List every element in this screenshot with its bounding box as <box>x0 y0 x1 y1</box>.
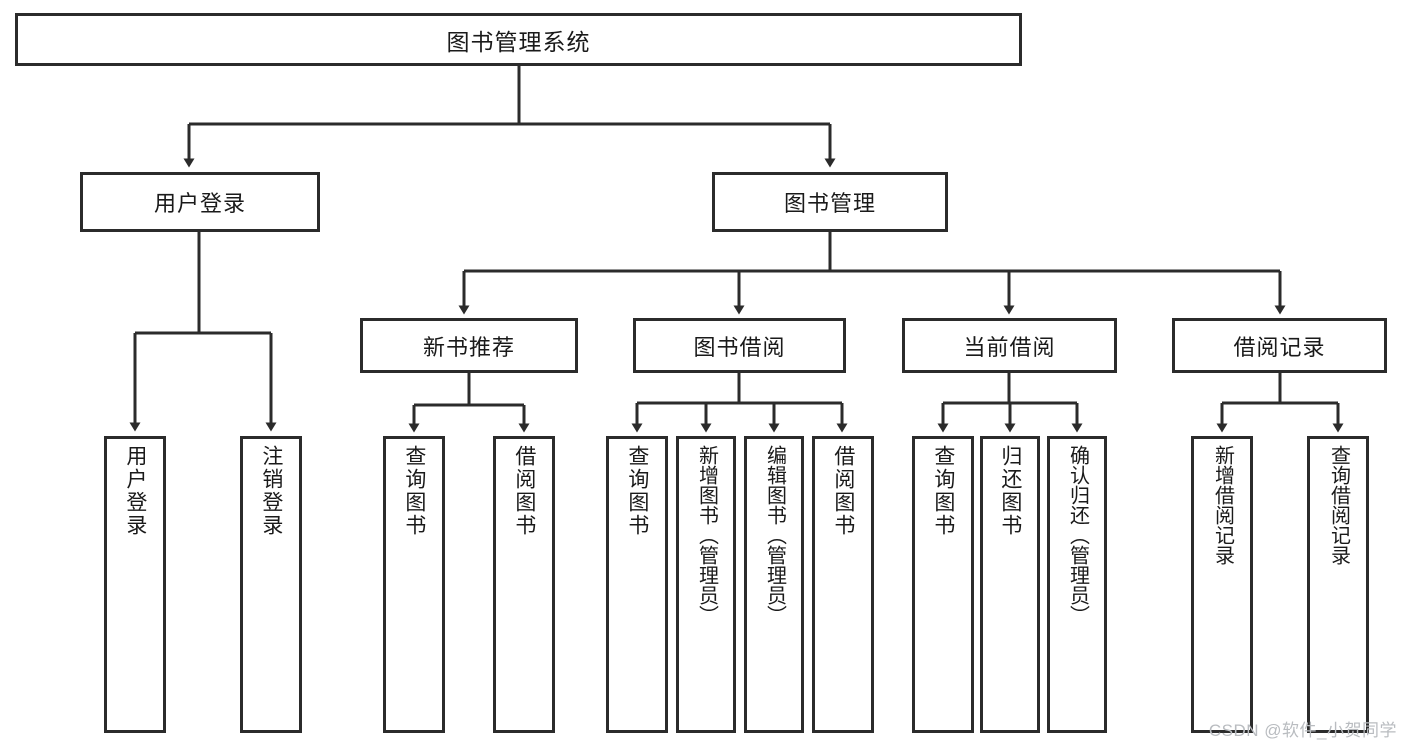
node-label: 注销登录 <box>259 445 283 537</box>
node-label: 查询图书 <box>625 445 649 537</box>
leaf-query-borrow-record[interactable]: 查询借阅记录 <box>1307 436 1369 733</box>
node-label: 查询借阅记录 <box>1327 445 1350 565</box>
node-label: 查询图书 <box>402 445 426 537</box>
node-label: 归还图书 <box>998 445 1022 537</box>
node-label: 编辑图书（管理员） <box>763 445 786 625</box>
leaf-edit-book-admin[interactable]: 编辑图书（管理员） <box>744 436 804 733</box>
leaf-logout[interactable]: 注销登录 <box>240 436 302 733</box>
leaf-user-login[interactable]: 用户登录 <box>104 436 166 733</box>
node-new-book-recommendation[interactable]: 新书推荐 <box>360 318 578 373</box>
node-label: 查询图书 <box>931 445 955 537</box>
node-root-book-management-system[interactable]: 图书管理系统 <box>15 13 1022 66</box>
node-label: 图书借阅 <box>693 334 786 360</box>
node-label: 当前借阅 <box>963 334 1056 360</box>
node-user-login[interactable]: 用户登录 <box>80 172 320 232</box>
node-label: 借阅图书 <box>831 445 855 537</box>
node-book-management[interactable]: 图书管理 <box>712 172 948 232</box>
node-current-borrowing[interactable]: 当前借阅 <box>902 318 1117 373</box>
node-label: 用户登录 <box>153 191 246 216</box>
leaf-borrow-books-recommend[interactable]: 借阅图书 <box>493 436 555 733</box>
node-borrow-records[interactable]: 借阅记录 <box>1172 318 1387 373</box>
node-label: 图书管理 <box>783 191 876 216</box>
node-label: 新增图书（管理员） <box>695 445 718 625</box>
leaf-query-books-borrow[interactable]: 查询图书 <box>606 436 668 733</box>
leaf-return-books[interactable]: 归还图书 <box>980 436 1040 733</box>
node-label: 借阅图书 <box>512 445 536 537</box>
leaf-add-borrow-record[interactable]: 新增借阅记录 <box>1191 436 1253 733</box>
node-label: 确认归还（管理员） <box>1066 445 1089 625</box>
leaf-query-books-current[interactable]: 查询图书 <box>912 436 974 733</box>
node-label: 借阅记录 <box>1233 334 1326 360</box>
leaf-query-books-recommend[interactable]: 查询图书 <box>383 436 445 733</box>
node-label: 图书管理系统 <box>446 28 591 55</box>
node-label: 用户登录 <box>123 445 147 537</box>
node-book-borrowing[interactable]: 图书借阅 <box>633 318 846 373</box>
watermark-text: CSDN @软件_小贺同学 <box>1208 721 1397 740</box>
leaf-add-book-admin[interactable]: 新增图书（管理员） <box>676 436 736 733</box>
leaf-borrow-books[interactable]: 借阅图书 <box>812 436 874 733</box>
leaf-confirm-return-admin[interactable]: 确认归还（管理员） <box>1047 436 1107 733</box>
node-label: 新增借阅记录 <box>1211 445 1234 565</box>
node-label: 新书推荐 <box>422 334 515 360</box>
